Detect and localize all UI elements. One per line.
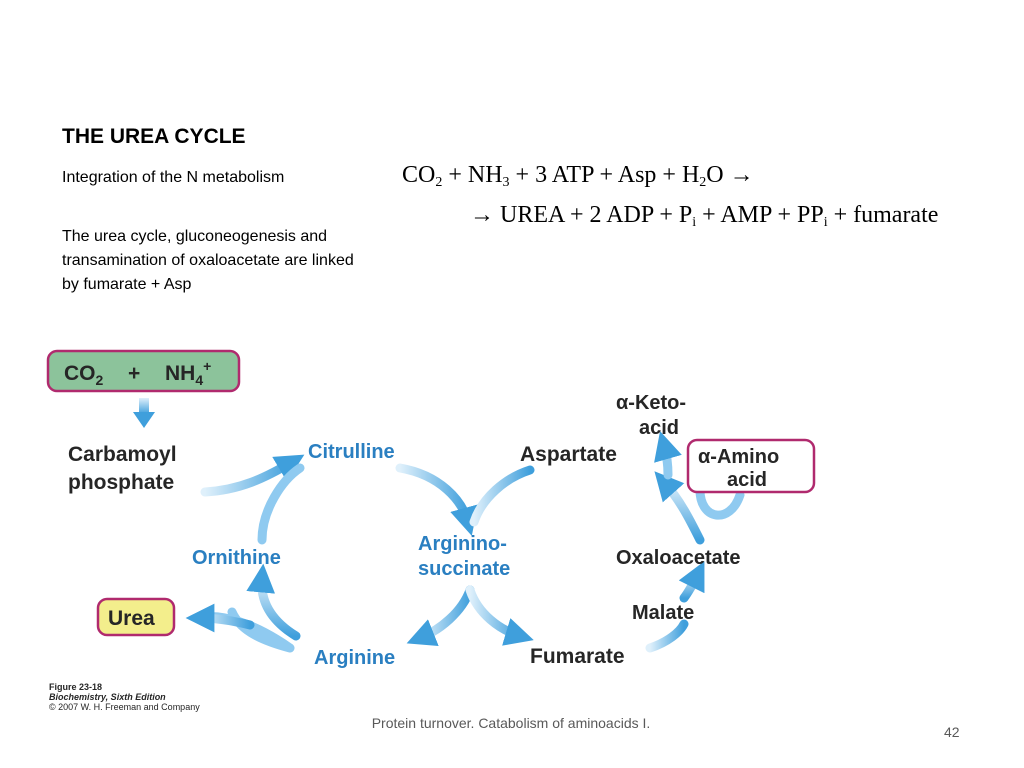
fumarate-label: Fumarate [530,645,625,668]
svg-text:+: + [128,362,140,385]
aspartate-label: Aspartate [520,443,617,466]
argininosuccinate-label-1: Arginino- [418,533,507,555]
figure-book: Biochemistry, Sixth Edition [49,692,166,702]
ornithine-label: Ornithine [192,547,281,569]
arginine-label: Arginine [314,647,395,669]
citrulline-label: Citrulline [308,441,395,463]
carbamoyl-label-2: phosphate [68,471,174,494]
arrow-to-carbamoyl [133,398,155,428]
equation-line-1: CO2 + NH3 + 3 ATP + Asp + H2O → [402,162,754,190]
urea-box: Urea [96,597,176,637]
amino-acid-box: α-Amino acid [686,438,816,494]
argininosuccinate-label-2: succinate [418,558,510,580]
slide-subtitle: Integration of the N metabolism [62,169,285,186]
svg-text:NH4+: NH4+ [165,358,211,388]
svg-text:Urea: Urea [108,607,155,630]
svg-text:acid: acid [727,469,767,491]
equation-line-2: → UREA + 2 ADP + Pi + AMP + PPi + fumara… [470,202,939,230]
malate-label: Malate [632,602,694,624]
carbamoyl-label-1: Carbamoyl [68,443,177,466]
co2-nh4-box: CO2 + NH4+ [46,349,241,393]
slide-paragraph: The urea cycle, gluconeogenesis and tran… [62,228,354,293]
figure-label: Figure 23-18 [49,682,102,692]
slide-number: 42 [944,724,960,740]
slide-footer: Protein turnover. Catabolism of aminoaci… [371,715,651,731]
figure-copyright: © 2007 W. H. Freeman and Company [49,702,200,712]
oxaloacetate-label: Oxaloacetate [616,547,741,569]
cycle-arrows [185,431,745,653]
slide-title: THE UREA CYCLE [62,125,246,148]
keto-acid-label-2: acid [639,417,679,439]
svg-text:α-Amino: α-Amino [698,446,779,468]
keto-acid-label-1: α-Keto- [616,392,686,414]
svg-text:CO2: CO2 [64,362,104,388]
